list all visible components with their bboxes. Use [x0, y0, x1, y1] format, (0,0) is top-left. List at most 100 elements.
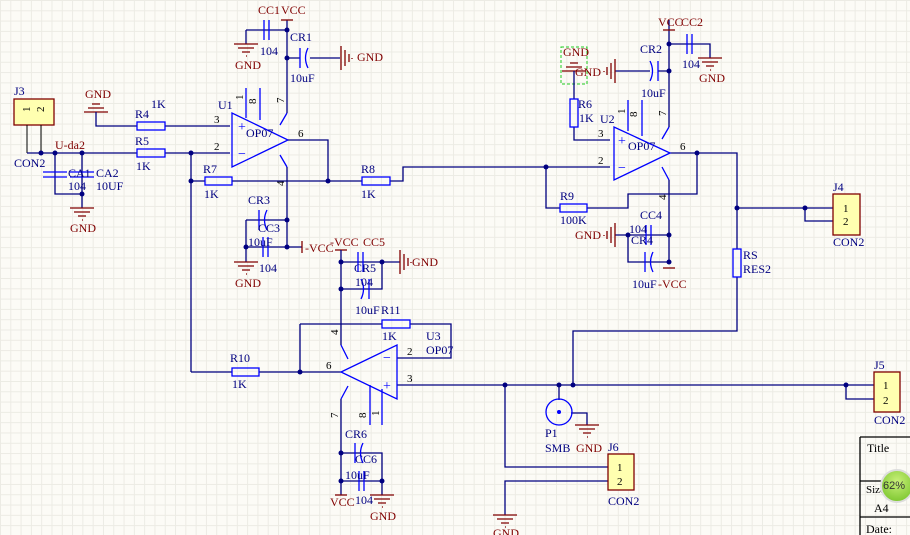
- svg-text:CR6: CR6: [345, 427, 367, 441]
- svg-text:CR1: CR1: [290, 30, 312, 44]
- svg-text:4: 4: [275, 180, 287, 186]
- svg-text:J5: J5: [874, 358, 885, 372]
- svg-text:104: 104: [682, 57, 700, 71]
- svg-text:SMB: SMB: [545, 441, 570, 455]
- resistor-r8[interactable]: [361, 176, 391, 186]
- svg-text:104: 104: [355, 493, 373, 507]
- svg-text:1: 1: [234, 95, 246, 101]
- svg-text:R6: R6: [578, 97, 592, 111]
- svg-text:CON2: CON2: [14, 156, 45, 170]
- svg-text:1K: 1K: [579, 111, 594, 125]
- opamp-u2[interactable]: + −: [613, 100, 672, 182]
- connector-j3[interactable]: 1 2 J3 CON2: [13, 84, 55, 170]
- svg-text:7: 7: [275, 97, 287, 103]
- svg-text:R5: R5: [135, 134, 149, 148]
- svg-text:U1: U1: [218, 98, 233, 112]
- svg-text:CON2: CON2: [608, 494, 639, 508]
- resistor-r11[interactable]: [381, 319, 411, 329]
- svg-text:7: 7: [657, 110, 669, 116]
- svg-text:U3: U3: [426, 329, 441, 343]
- svg-text:1: 1: [370, 411, 382, 417]
- svg-text:GND: GND: [563, 45, 589, 59]
- svg-text:10uF: 10uF: [290, 71, 315, 85]
- svg-text:OP07: OP07: [628, 139, 655, 153]
- svg-text:1K: 1K: [361, 187, 376, 201]
- capacitor-cr1[interactable]: [299, 47, 309, 69]
- svg-text:J6: J6: [608, 440, 619, 454]
- svg-text:10uF: 10uF: [641, 86, 666, 100]
- svg-text:GND: GND: [357, 50, 383, 64]
- resistor-r4[interactable]: [136, 121, 166, 131]
- svg-text:VCC: VCC: [330, 495, 355, 509]
- svg-text:+: +: [383, 379, 391, 394]
- resistor-r7[interactable]: [204, 176, 233, 186]
- svg-text:1: 1: [616, 109, 628, 115]
- svg-text:CON2: CON2: [833, 235, 864, 249]
- svg-text:OP07: OP07: [246, 126, 273, 140]
- svg-text:GND: GND: [493, 526, 519, 535]
- svg-text:1: 1: [883, 380, 889, 392]
- svg-text:−: −: [238, 147, 246, 162]
- svg-text:RES2: RES2: [743, 262, 771, 276]
- svg-text:VCC: VCC: [281, 3, 306, 17]
- capacitor-ca2[interactable]: [70, 171, 94, 178]
- svg-text:2: 2: [35, 107, 47, 113]
- svg-text:CC5: CC5: [363, 235, 385, 249]
- svg-text:100K: 100K: [560, 213, 587, 227]
- svg-text:CR3: CR3: [248, 193, 270, 207]
- capacitor-cr2[interactable]: [649, 60, 659, 82]
- svg-text:RS: RS: [743, 248, 758, 262]
- svg-text:1: 1: [843, 203, 849, 215]
- svg-text:2: 2: [843, 216, 849, 228]
- svg-text:GND: GND: [575, 228, 601, 242]
- resistor-rs[interactable]: [732, 248, 742, 278]
- svg-text:8: 8: [247, 98, 259, 104]
- svg-text:3: 3: [407, 373, 413, 385]
- svg-text:CR2: CR2: [640, 42, 662, 56]
- svg-text:-VCC: -VCC: [658, 277, 687, 291]
- connector-j5[interactable]: 1 2: [873, 371, 901, 413]
- svg-text:GND: GND: [235, 276, 261, 290]
- opamp-u3[interactable]: − +: [339, 343, 398, 425]
- svg-text:R7: R7: [203, 162, 217, 176]
- svg-text:3: 3: [214, 114, 220, 126]
- resistor-r10[interactable]: [231, 367, 260, 377]
- svg-text:6: 6: [326, 360, 332, 372]
- svg-text:7: 7: [329, 412, 341, 418]
- svg-text:104: 104: [259, 261, 277, 275]
- resistor-r9[interactable]: [559, 203, 588, 213]
- svg-text:10uF: 10uF: [345, 468, 370, 482]
- svg-text:1K: 1K: [151, 97, 166, 111]
- svg-text:U2: U2: [600, 112, 615, 126]
- svg-text:10uF: 10uF: [355, 303, 380, 317]
- svg-text:1K: 1K: [136, 159, 151, 173]
- opamp-u1[interactable]: + −: [231, 88, 290, 169]
- svg-text:VCC: VCC: [658, 15, 683, 29]
- svg-text:R10: R10: [230, 351, 250, 365]
- svg-text:GND: GND: [235, 58, 261, 72]
- zoom-level-badge[interactable]: 62%: [880, 469, 910, 503]
- svg-text:1K: 1K: [204, 187, 219, 201]
- connector-j4[interactable]: 1 2: [832, 193, 861, 236]
- svg-text:CC3: CC3: [258, 221, 280, 235]
- resistor-r6[interactable]: [569, 98, 579, 128]
- junctions: [38, 27, 849, 484]
- svg-text:−: −: [618, 161, 626, 176]
- svg-text:10UF: 10UF: [96, 179, 124, 193]
- svg-text:OP07: OP07: [426, 343, 453, 357]
- svg-text:CR4: CR4: [631, 233, 653, 247]
- svg-text:R11: R11: [381, 303, 401, 317]
- svg-text:104: 104: [629, 222, 647, 236]
- smb-connector-p1[interactable]: [545, 398, 573, 426]
- svg-text:1K: 1K: [382, 329, 397, 343]
- svg-text:GND: GND: [699, 71, 725, 85]
- svg-text:Title: Title: [867, 441, 889, 455]
- svg-text:104: 104: [355, 275, 373, 289]
- capacitor-ca1[interactable]: [43, 171, 67, 178]
- svg-text:CA2: CA2: [96, 166, 119, 180]
- connector-j6[interactable]: 1 2: [607, 453, 635, 491]
- resistor-r5[interactable]: [136, 148, 166, 158]
- svg-text:CC2: CC2: [681, 15, 703, 29]
- svg-text:-VCC: -VCC: [305, 241, 334, 255]
